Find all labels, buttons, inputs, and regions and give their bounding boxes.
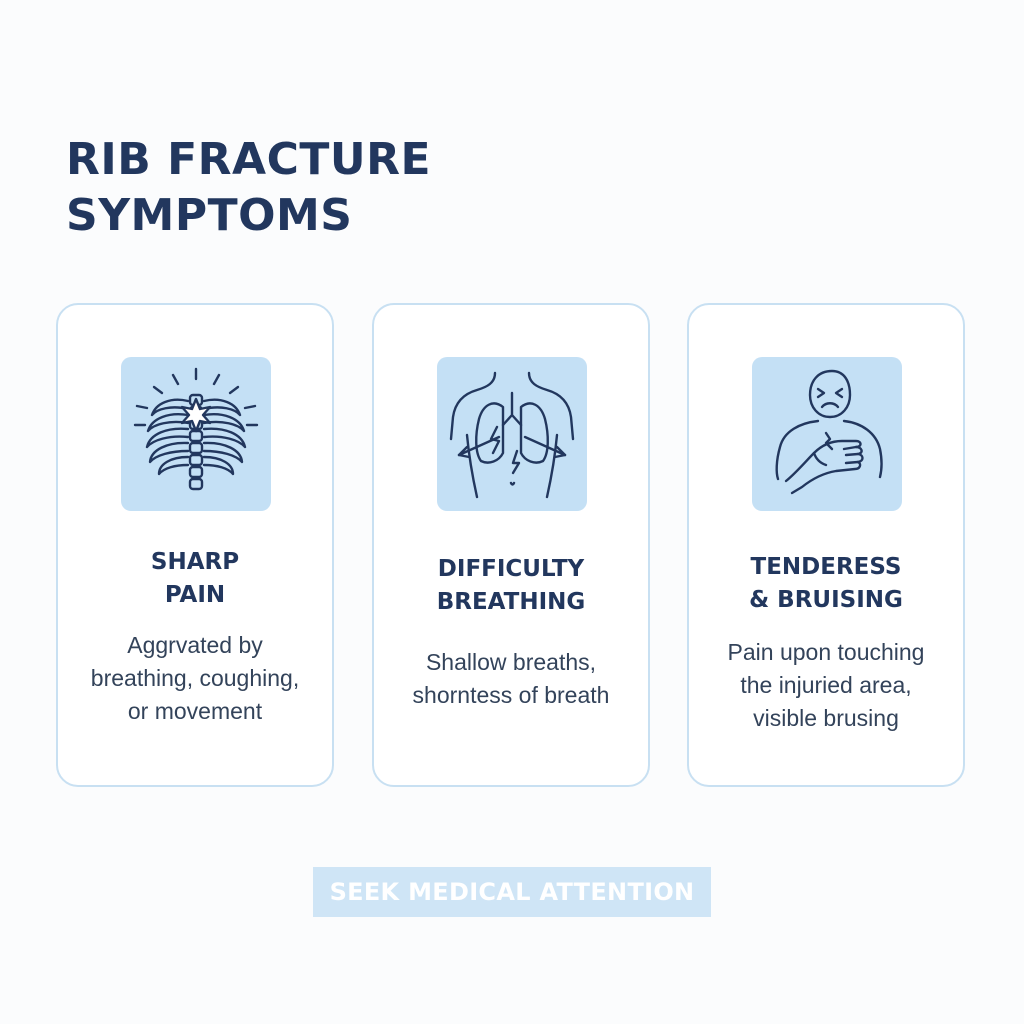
card-description-line: Shallow breaths, [425,649,597,675]
card-description-line: shorntess of breath [412,682,610,708]
page-title-line-1: RIB FRACTURE [66,134,432,185]
lungs-breathing-icon [437,357,587,511]
page-title: RIB FRACTURE SYMPTOMS [66,132,431,244]
ribcage-pain-icon [121,357,271,511]
card-title-line-2: PAIN [164,582,226,608]
card-title: SHARP PAIN [58,546,332,612]
page-title-line-2: SYMPTOMS [66,190,353,241]
symptom-card-tenderness-bruising: TENDERESS & BRUISING Pain upon touching … [687,303,965,787]
card-title-line-1: DIFFICULTY [437,556,585,582]
card-title-line-2: BREATHING [436,589,586,615]
card-description: Shallow breaths, shorntess of breath [374,646,648,712]
card-description: Aggrvated by breathing, coughing, or mov… [58,629,332,728]
card-title-line-1: SHARP [150,549,240,575]
card-description-line: or movement [127,698,263,724]
card-title: TENDERESS & BRUISING [689,551,963,617]
card-description: Pain upon touching the injuried area, vi… [689,636,963,735]
symptom-card-sharp-pain: SHARP PAIN Aggrvated by breathing, cough… [56,303,334,787]
card-description-line: the injuried area, [740,672,912,698]
card-title: DIFFICULTY BREATHING [374,553,648,619]
card-description-line: Aggrvated by [127,632,263,658]
card-title-line-1: TENDERESS [750,554,902,580]
symptom-card-difficulty-breathing: DIFFICULTY BREATHING Shallow breaths, sh… [372,303,650,787]
card-description-line: visible brusing [753,705,899,731]
card-description-line: breathing, coughing, [90,665,300,691]
card-description-line: Pain upon touching [727,639,925,665]
seek-medical-attention-button[interactable]: SEEK MEDICAL ATTENTION [313,867,711,917]
card-title-line-2: & BRUISING [749,587,903,613]
hand-on-chest-icon [752,357,902,511]
